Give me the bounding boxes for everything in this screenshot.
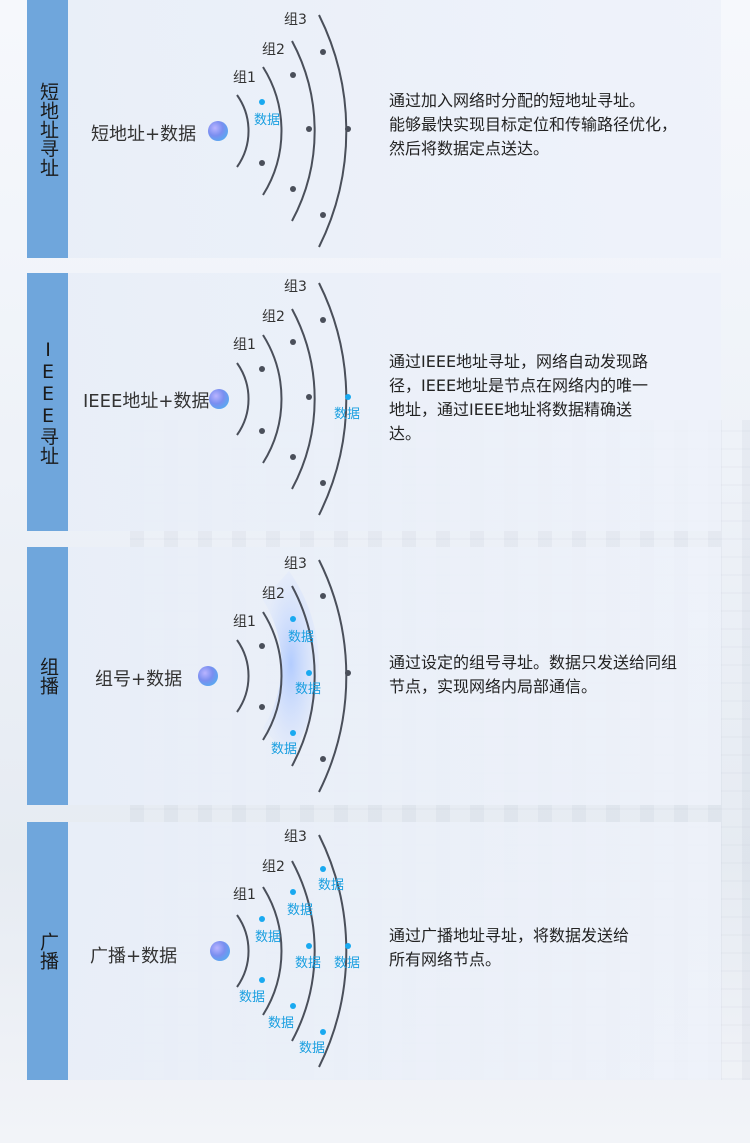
description: 通过IEEE地址寻址，网络自动发现路 径，IEEE地址是节点在网络内的唯一 地址… — [389, 350, 648, 446]
data-dot — [259, 977, 265, 983]
description: 通过设定的组号寻址。数据只发送给同组 节点，实现网络内局部通信。 — [389, 651, 677, 699]
data-dot — [345, 943, 351, 949]
source-node — [210, 941, 230, 961]
data-label: 数据 — [268, 1016, 294, 1031]
panel-multicast: 组播 组号+数据 组1 组2 组3 数据 数据 数据 — [27, 547, 721, 805]
node-dot — [345, 126, 351, 132]
group-label-2: 组2 — [262, 42, 285, 58]
node-dot — [290, 454, 296, 460]
data-label: 数据 — [254, 113, 280, 128]
source-node — [198, 666, 218, 686]
node-dot — [345, 670, 351, 676]
group-label-3: 组3 — [284, 829, 307, 845]
group-label-3: 组3 — [284, 556, 307, 572]
source-node — [208, 121, 228, 141]
group-label-1: 组1 — [233, 70, 256, 86]
node-dot — [320, 756, 326, 762]
arc-group-1 — [237, 915, 249, 987]
group-label-1: 组1 — [233, 887, 256, 903]
node-dot — [259, 643, 265, 649]
group-label-3: 组3 — [284, 279, 307, 295]
group-label-1: 组1 — [233, 337, 256, 353]
group-label-2: 组2 — [262, 309, 285, 325]
data-label: 数据 — [318, 878, 344, 893]
node-dot — [320, 593, 326, 599]
node-dot — [259, 704, 265, 710]
data-dot — [259, 916, 265, 922]
arc-group-2 — [263, 67, 281, 195]
arc-group-3 — [292, 41, 315, 221]
data-label: 数据 — [334, 407, 360, 422]
node-dot — [259, 366, 265, 372]
data-label: 数据 — [271, 742, 297, 757]
node-dot — [320, 212, 326, 218]
data-dot — [290, 1003, 296, 1009]
node-dot — [320, 480, 326, 486]
node-dot — [290, 339, 296, 345]
data-label: 数据 — [295, 682, 321, 697]
node-dot — [259, 160, 265, 166]
data-label: 数据 — [299, 1041, 325, 1056]
node-dot — [259, 428, 265, 434]
description: 通过广播地址寻址，将数据发送给 所有网络节点。 — [389, 924, 629, 972]
data-dot — [306, 670, 312, 676]
arc-group-1 — [237, 95, 249, 167]
arc-group-2 — [263, 335, 281, 463]
data-dot — [320, 866, 326, 872]
node-dot — [290, 72, 296, 78]
data-label: 数据 — [287, 903, 313, 918]
group-label-1: 组1 — [233, 614, 256, 630]
data-label: 数据 — [334, 956, 360, 971]
description: 通过加入网络时分配的短地址寻址。 能够最快实现目标定位和传输路径优化， 然后将数… — [389, 89, 677, 161]
arc-group-3 — [292, 861, 315, 1041]
data-dot — [345, 394, 351, 400]
arc-group-2 — [263, 887, 281, 1015]
data-dot — [290, 616, 296, 622]
node-dot — [320, 49, 326, 55]
node-dot — [320, 317, 326, 323]
arc-group-1 — [237, 640, 249, 712]
panel-ieee-address: IEEE寻址 IEEE地址+数据 组1 组2 组3 数据 通过IEEE地址寻址，… — [27, 273, 721, 531]
source-node — [209, 389, 229, 409]
panel-broadcast: 广播 广播+数据 组1 组2 组3 数据 数据 数据 数据 数据 数据 数据 — [27, 822, 721, 1080]
group-label-2: 组2 — [262, 859, 285, 875]
data-dot — [306, 943, 312, 949]
data-dot — [320, 1029, 326, 1035]
group-label-3: 组3 — [284, 12, 307, 28]
node-dot — [290, 186, 296, 192]
data-label: 数据 — [288, 630, 314, 645]
data-label: 数据 — [255, 930, 281, 945]
group-label-2: 组2 — [262, 586, 285, 602]
data-label: 数据 — [239, 990, 265, 1005]
data-dot — [290, 730, 296, 736]
data-dot — [290, 889, 296, 895]
panel-short-address: 短地址寻址 短地址+数据 组1 组2 组3 数据 通过加入网络时分配的短地址寻址… — [27, 0, 721, 258]
node-dot — [306, 394, 312, 400]
data-label: 数据 — [295, 956, 321, 971]
node-dot — [306, 126, 312, 132]
arc-group-1 — [237, 363, 249, 435]
arc-group-3 — [292, 309, 315, 489]
data-dot — [259, 99, 265, 105]
